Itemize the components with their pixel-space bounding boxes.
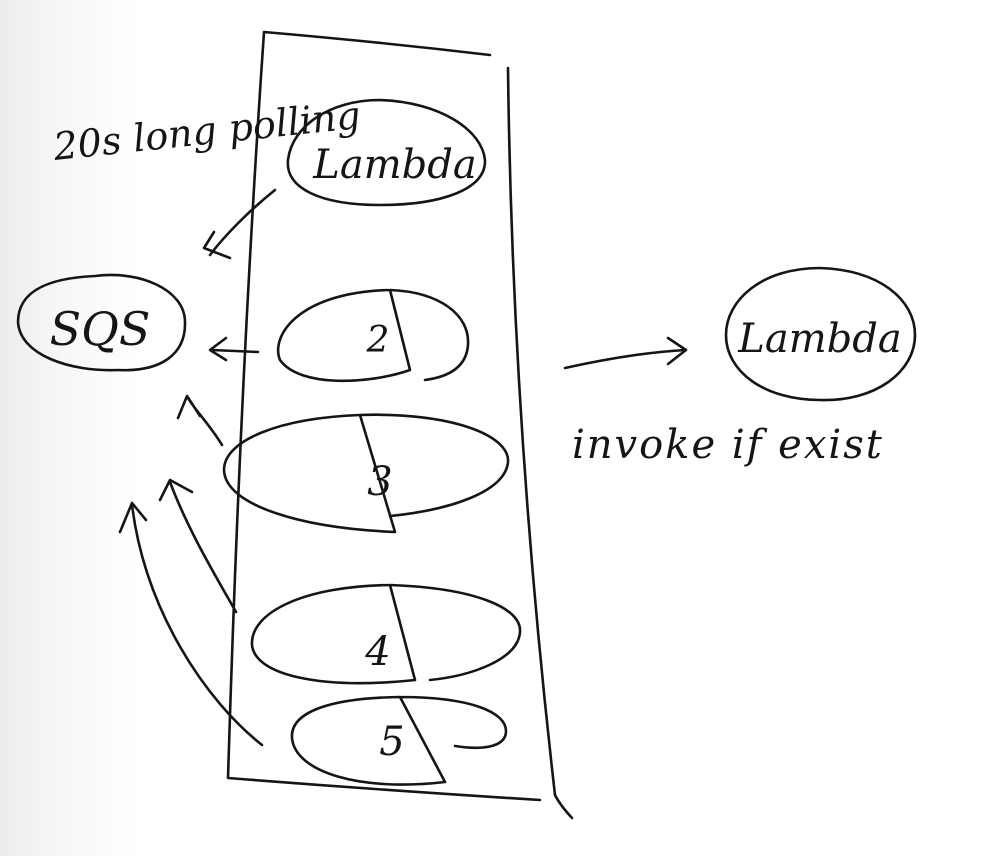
invoke-arrow bbox=[563, 336, 688, 370]
item-4-to-sqs-arrow bbox=[158, 478, 238, 614]
item-4-ellipse bbox=[250, 583, 522, 685]
lambda-in-list-label: Lambda bbox=[312, 142, 476, 188]
item-2-ellipse bbox=[276, 288, 470, 383]
sqs-label: SQS bbox=[50, 302, 151, 356]
lambda-right-label: Lambda bbox=[737, 316, 901, 362]
item-5-ellipse bbox=[290, 695, 508, 786]
item-2-to-sqs-arrow bbox=[208, 336, 260, 362]
poll-arrow bbox=[202, 188, 277, 260]
item-5-label: 5 bbox=[379, 719, 404, 765]
item-5-to-sqs-arrow bbox=[118, 501, 264, 747]
item-3-to-sqs-arrow bbox=[176, 394, 224, 447]
item-2-label: 2 bbox=[366, 320, 390, 361]
invoke-annotation: invoke if exist bbox=[572, 422, 884, 468]
item-3-ellipse bbox=[222, 413, 510, 534]
sqs-ellipse bbox=[16, 273, 187, 372]
item-3-label: 3 bbox=[367, 459, 392, 505]
item-4-label: 4 bbox=[364, 629, 390, 675]
container-rectangle bbox=[226, 30, 574, 820]
lambda-in-list-ellipse bbox=[286, 98, 487, 207]
lambda-right-ellipse bbox=[724, 266, 917, 402]
